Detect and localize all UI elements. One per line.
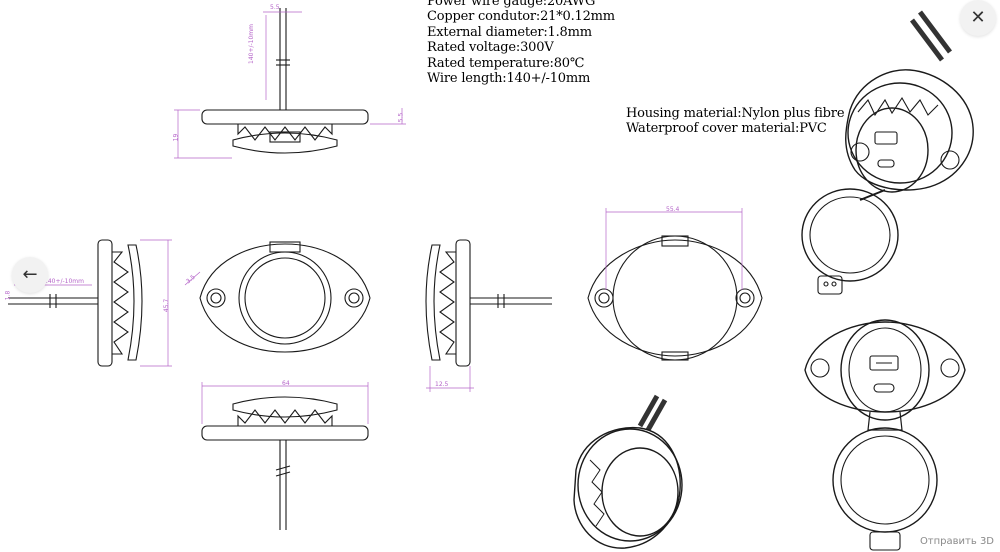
arrow-left-icon: ← — [22, 264, 38, 285]
send-3d-link[interactable]: Отправить 3D — [919, 536, 994, 547]
spec-wire-length: Wire length:140+/-10mm — [427, 70, 591, 86]
render-top-right — [801, 10, 974, 295]
render-bottom-right — [804, 319, 966, 551]
close-icon: ✕ — [970, 7, 986, 28]
close-button[interactable]: ✕ — [960, 0, 996, 36]
spec-housing-material: Housing material:Nylon plus fibre — [626, 106, 845, 121]
previous-image-button[interactable]: ← — [12, 257, 48, 293]
spec-list-material: Housing material:Nylon plus fibre Waterp… — [626, 106, 845, 137]
spec-copper-conductor: Copper condutor:21*0.12mm — [427, 9, 615, 25]
front-view-right — [587, 208, 763, 361]
right-side-view — [425, 239, 552, 392]
spec-rated-voltage: Rated voltage:300V — [427, 40, 554, 56]
spec-external-diameter: External diameter:1.8mm — [427, 24, 592, 40]
render-bottom-left — [573, 394, 683, 549]
spec-list-wire: Power wire gauge:20AWG Copper condutor:2… — [427, 0, 615, 86]
top-side-view — [174, 8, 406, 159]
center-front-view — [184, 241, 371, 353]
spec-cover-material: Waterproof cover material:PVC — [626, 121, 827, 137]
spec-rated-temperature: Rated temperature:80℃ — [427, 55, 585, 71]
spec-wire-gauge: Power wire gauge:20AWG — [427, 0, 596, 9]
bottom-side-view — [201, 382, 369, 530]
